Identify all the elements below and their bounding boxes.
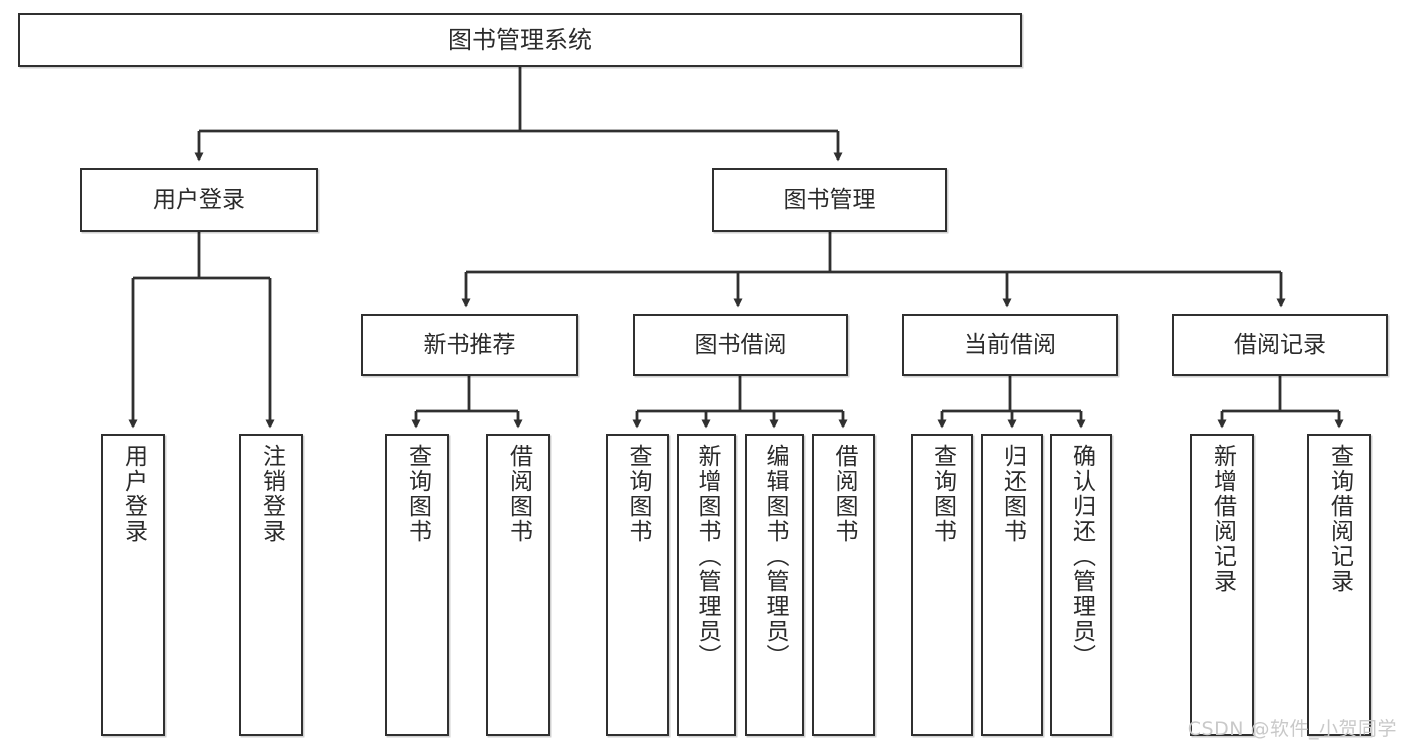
node-leaf-query-book-recommend[interactable]: 查询图书	[385, 434, 449, 736]
node-leaf-logout-login[interactable]: 注销登录	[239, 434, 303, 736]
node-user-login[interactable]: 用户登录	[80, 168, 318, 232]
node-label: 编辑图书（管理员）	[762, 444, 788, 669]
node-leaf-user-login[interactable]: 用户登录	[101, 434, 165, 736]
node-label: 借阅记录	[1234, 331, 1326, 358]
node-leaf-query-book-current[interactable]: 查询图书	[911, 434, 973, 736]
node-label: 查询借阅记录	[1326, 444, 1353, 594]
node-label: 新增图书（管理员）	[694, 444, 720, 669]
node-label: 图书借阅	[694, 331, 787, 358]
node-leaf-borrow-book-recommend[interactable]: 借阅图书	[486, 434, 550, 736]
node-leaf-query-book-borrow[interactable]: 查询图书	[606, 434, 669, 736]
node-label: 注销登录	[258, 444, 285, 544]
node-label: 新增借阅记录	[1209, 444, 1236, 594]
node-current-borrow[interactable]: 当前借阅	[902, 314, 1118, 376]
node-new-book-recommend[interactable]: 新书推荐	[361, 314, 578, 376]
node-book-management[interactable]: 图书管理	[712, 168, 947, 232]
node-book-borrow[interactable]: 图书借阅	[633, 314, 848, 376]
node-leaf-confirm-return-admin[interactable]: 确认归还（管理员）	[1050, 434, 1112, 736]
node-root-book-management-system[interactable]: 图书管理系统	[18, 13, 1022, 67]
node-label: 归还图书	[999, 444, 1026, 544]
node-label: 借阅图书	[831, 444, 857, 544]
node-leaf-borrow-book-borrow[interactable]: 借阅图书	[812, 434, 875, 736]
node-label: 查询图书	[929, 444, 956, 544]
node-label: 当前借阅	[964, 331, 1056, 358]
node-label: 查询图书	[404, 444, 431, 544]
node-label: 用户登录	[153, 186, 245, 213]
node-leaf-add-borrow-record[interactable]: 新增借阅记录	[1190, 434, 1254, 736]
node-label: 确认归还（管理员）	[1068, 444, 1095, 669]
node-label: 新书推荐	[423, 331, 516, 358]
node-leaf-return-book[interactable]: 归还图书	[981, 434, 1043, 736]
node-leaf-query-borrow-record[interactable]: 查询借阅记录	[1307, 434, 1371, 736]
node-label: 用户登录	[120, 444, 147, 544]
node-borrow-record[interactable]: 借阅记录	[1172, 314, 1388, 376]
node-label: 查询图书	[625, 444, 651, 544]
node-label: 图书管理	[783, 186, 876, 213]
node-leaf-add-book-admin[interactable]: 新增图书（管理员）	[677, 434, 736, 736]
node-label: 图书管理系统	[448, 26, 592, 54]
node-leaf-edit-book-admin[interactable]: 编辑图书（管理员）	[745, 434, 804, 736]
node-label: 借阅图书	[505, 444, 532, 544]
